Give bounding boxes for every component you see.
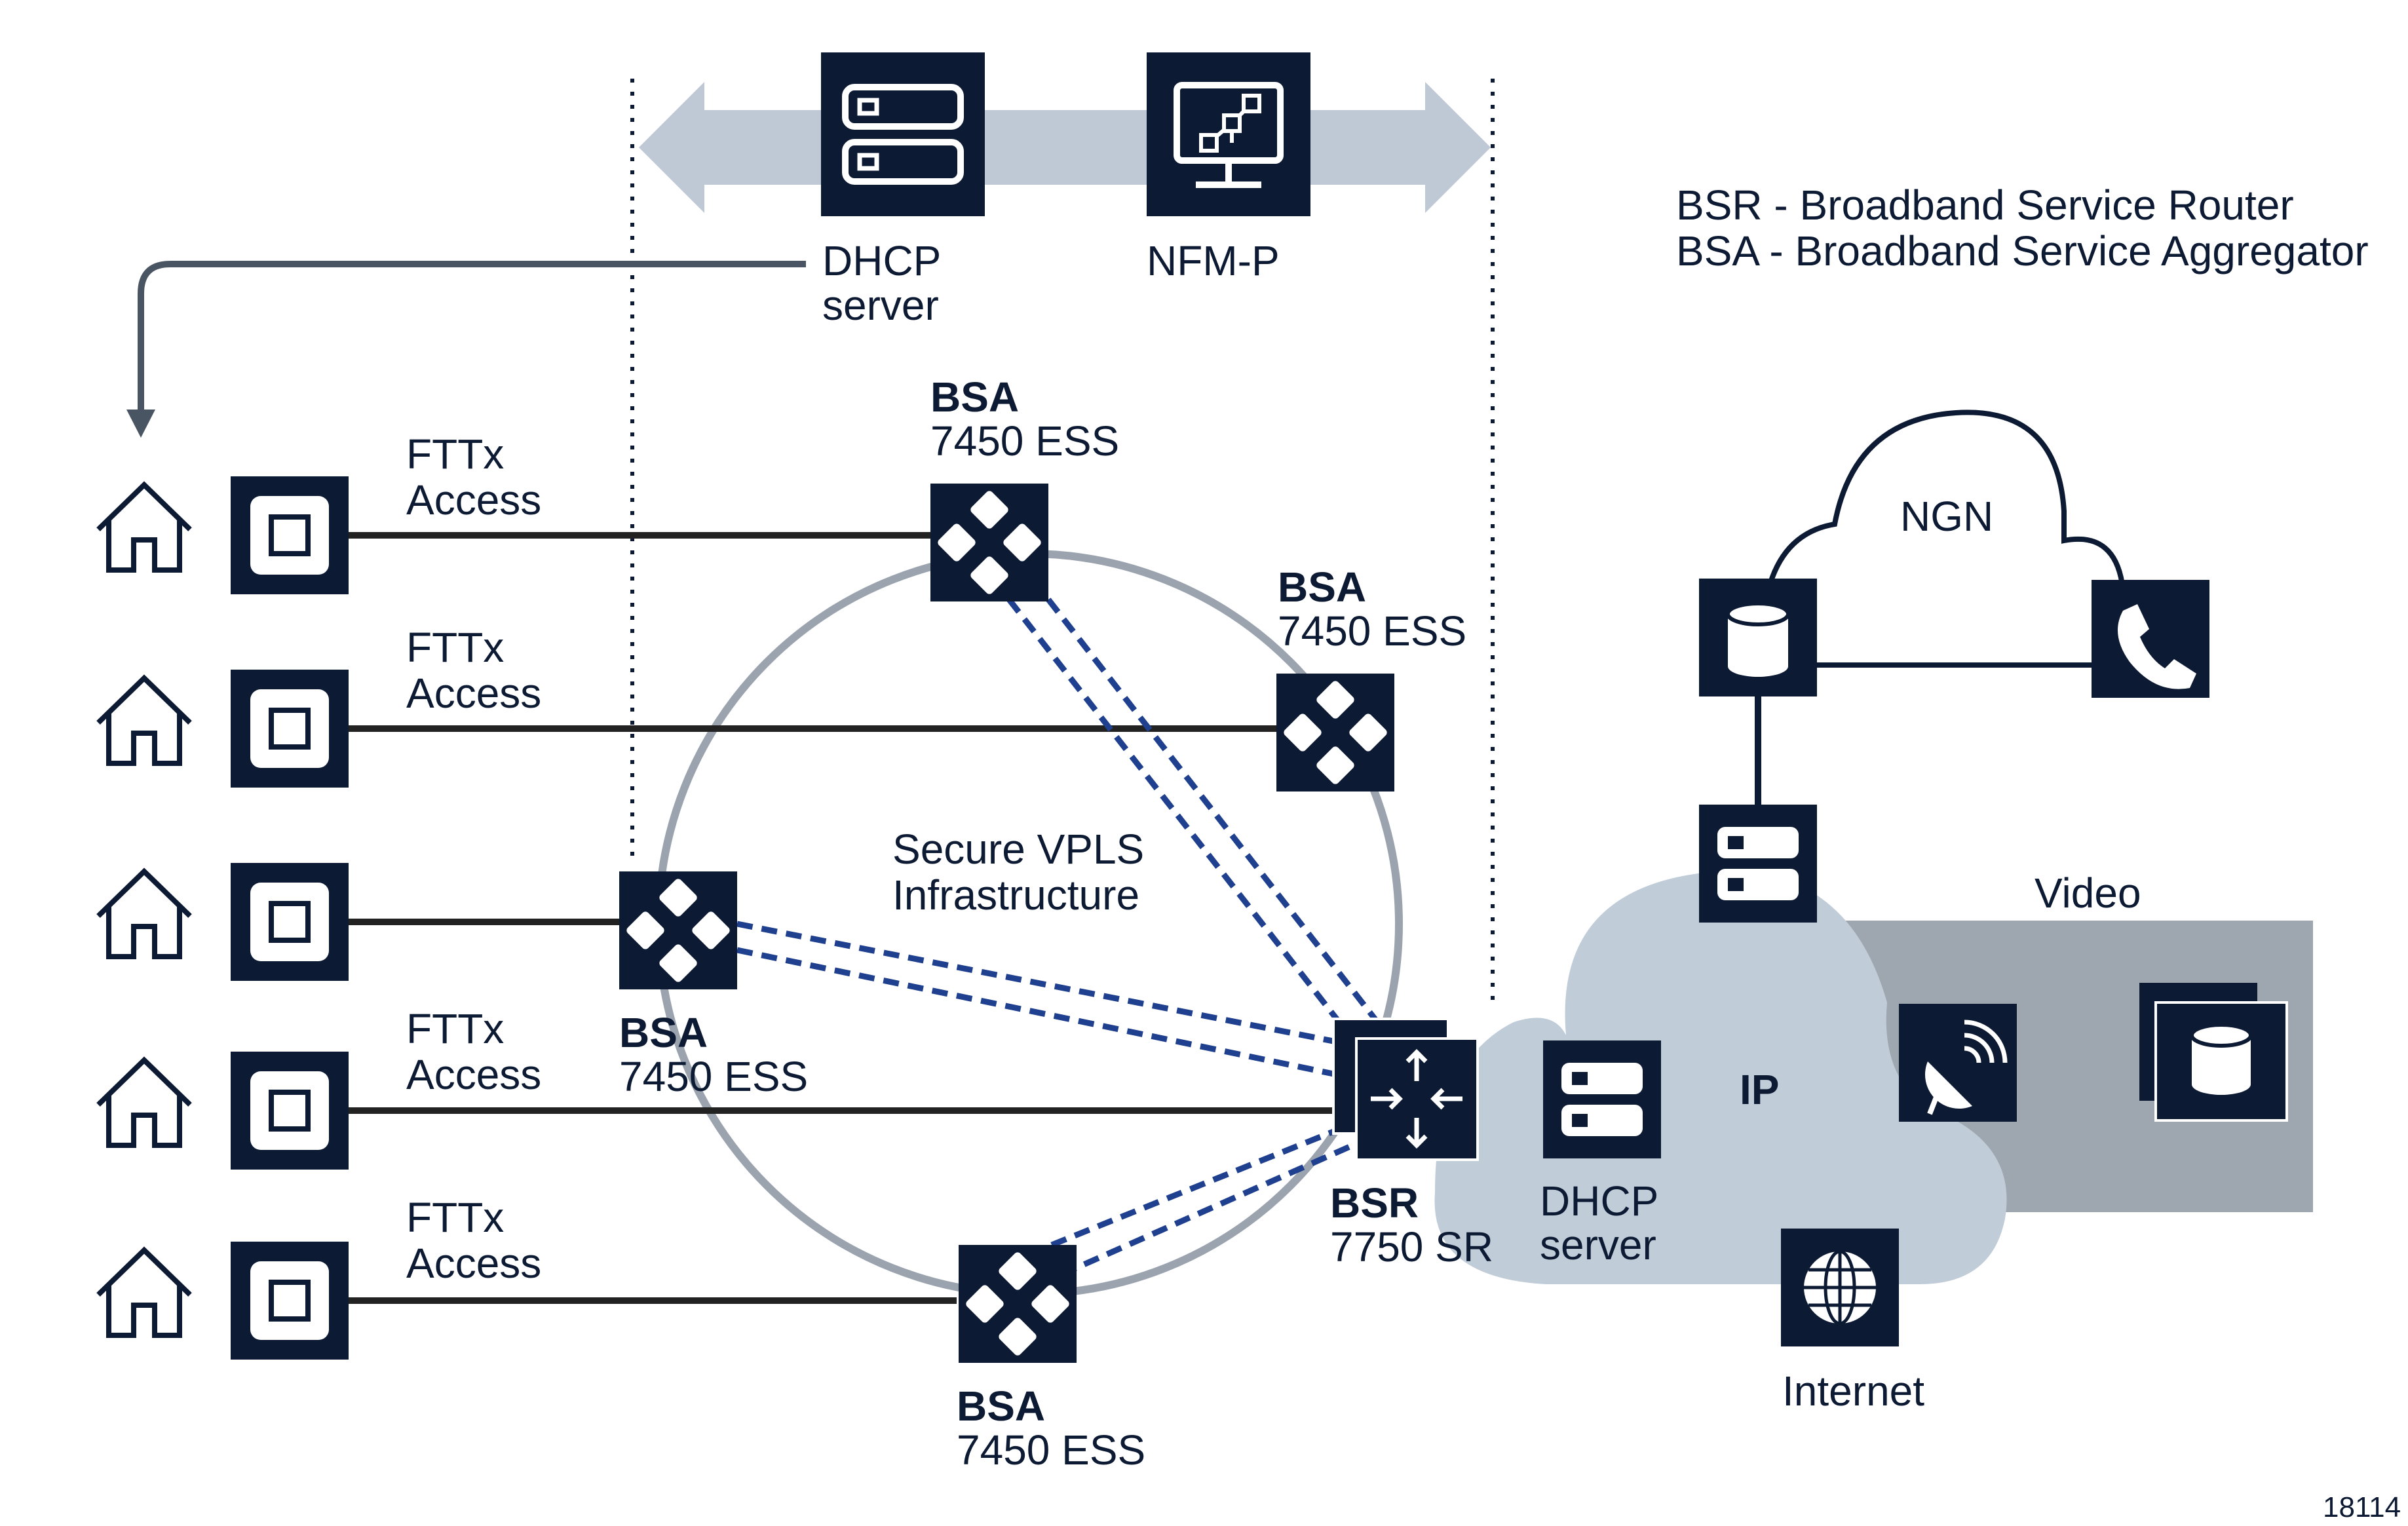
ring-label-2: Infrastructure — [892, 871, 1139, 919]
core-dhcp-label: DHCP — [1540, 1177, 1658, 1225]
video-label: Video — [2035, 869, 2141, 917]
dashed-links — [736, 598, 1385, 1278]
fttx-label-5: FTTx — [406, 1194, 504, 1241]
switch-diamond-icon — [930, 484, 1048, 601]
bsa-right-name: BSA — [1278, 563, 1366, 611]
arrow-head — [126, 410, 155, 438]
access-label-2: Access — [406, 670, 541, 717]
ont-icon — [231, 670, 349, 788]
switch-diamond-icon — [959, 1245, 1077, 1363]
ip-cloud — [1434, 871, 2007, 1284]
bsa-top-name: BSA — [930, 373, 1019, 421]
fttx-label-1: FTTx — [406, 430, 504, 478]
bsa-left-name: BSA — [619, 1009, 708, 1056]
phone-icon — [2092, 580, 2209, 698]
ngn-label: NGN — [1900, 493, 1993, 540]
mgmt-dhcp-label-2: server — [822, 282, 939, 329]
network-monitor-icon — [1147, 52, 1310, 216]
house-icon — [98, 678, 190, 763]
globe-icon — [1781, 1229, 1899, 1346]
internet-label: Internet — [1782, 1367, 1924, 1415]
fttx-label-4: FTTx — [406, 1005, 504, 1052]
dhcp-connector-arrow — [138, 261, 806, 413]
switch-diamond-icon — [619, 871, 737, 989]
ont-icon — [231, 1242, 349, 1360]
ont-icon — [231, 1052, 349, 1170]
legend-bsa: BSA - Broadband Service Aggregator — [1676, 227, 2369, 275]
database-icon — [2139, 983, 2288, 1122]
ip-label: IP — [1740, 1066, 1779, 1113]
bsa-left-model: 7450 ESS — [619, 1053, 808, 1100]
ring-label-1: Secure VPLS — [892, 826, 1144, 873]
satellite-dish-icon — [1899, 1004, 2017, 1122]
server-icon — [1543, 1040, 1661, 1158]
ngn-cloud — [1759, 410, 2126, 668]
bsa-top-model: 7450 ESS — [930, 417, 1119, 465]
fttx-label-2: FTTx — [406, 624, 504, 671]
bsa-bottom-name: BSA — [957, 1383, 1045, 1430]
bsa-bottom-model: 7450 ESS — [957, 1426, 1145, 1474]
figure-id: 18114 — [2323, 1491, 2401, 1523]
management-arrow-band — [639, 82, 1491, 213]
switch-diamond-icon — [1276, 674, 1394, 792]
access-label-5: Access — [406, 1240, 541, 1287]
mgmt-dhcp-label: DHCP — [822, 237, 941, 284]
nfmp-label: NFM-P — [1147, 237, 1280, 284]
legend-bsr: BSR - Broadband Service Router — [1676, 181, 2294, 229]
house-icon — [98, 871, 190, 957]
access-label-1: Access — [406, 476, 541, 524]
ont-icon — [231, 476, 349, 594]
database-icon — [1699, 579, 1817, 696]
server-icon — [1699, 805, 1817, 923]
router-arrows-icon — [1332, 1018, 1479, 1161]
access-label-4: Access — [406, 1051, 541, 1098]
bsr-model: 7750 SR — [1330, 1223, 1493, 1270]
house-icon — [98, 485, 190, 570]
ont-icon — [231, 863, 349, 981]
core-dhcp-label-2: server — [1540, 1221, 1656, 1268]
bsr-name: BSR — [1330, 1179, 1419, 1227]
dhcp-server-mgmt-icon — [821, 52, 985, 216]
bsa-right-model: 7450 ESS — [1278, 607, 1466, 655]
vpls-ring — [655, 550, 1403, 1298]
house-icon — [98, 1060, 190, 1145]
house-icon — [98, 1250, 190, 1335]
